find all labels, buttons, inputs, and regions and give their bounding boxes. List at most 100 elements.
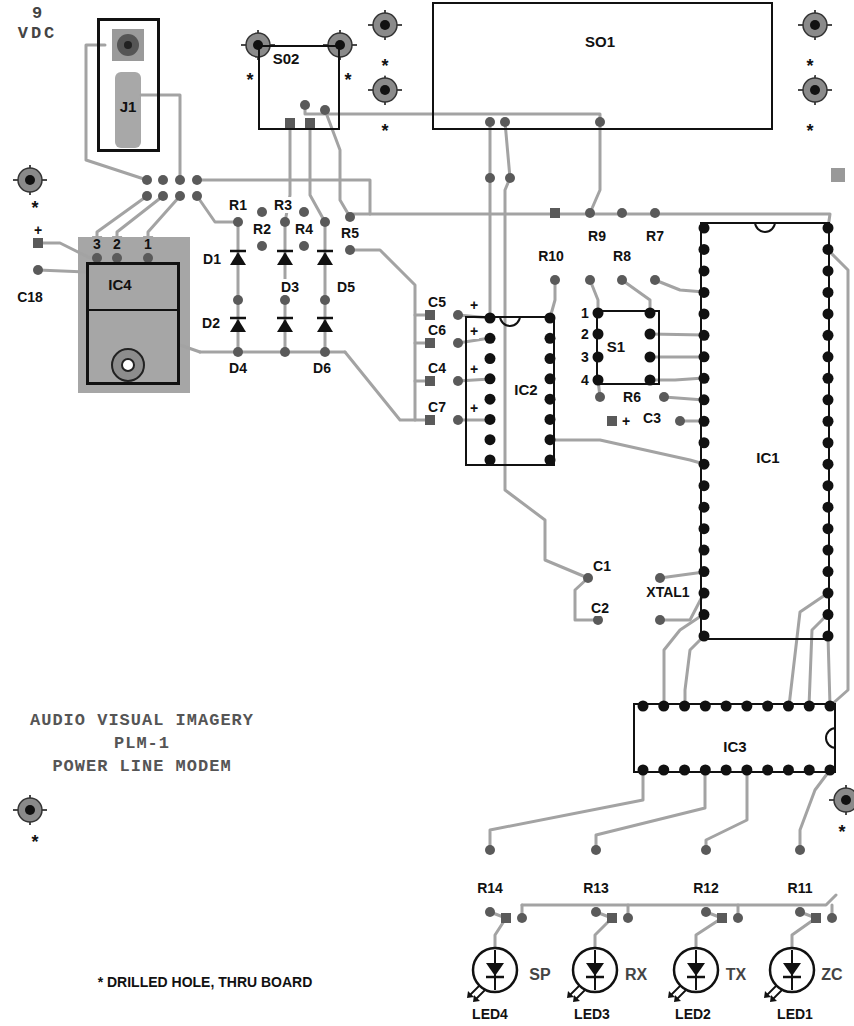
round-pad: [158, 175, 168, 185]
square-pad: [305, 118, 315, 128]
square-pad: [717, 913, 727, 923]
ic-pin: [593, 352, 604, 363]
ic-pin: [679, 765, 690, 776]
ic-pin: [823, 308, 834, 319]
part-designator: IC3: [721, 738, 748, 755]
square-pad: [285, 118, 295, 128]
note-box: * DRILLED HOLE, THRU BOARD: [97, 973, 314, 991]
square-pad: [501, 913, 511, 923]
round-pad: [517, 913, 527, 923]
diode-bar: [277, 250, 293, 253]
round-pad: [233, 217, 243, 227]
copper-trace: [141, 95, 180, 180]
led-outline: [473, 948, 517, 992]
part-label: D5: [336, 279, 356, 295]
round-pad: [485, 907, 495, 917]
ic-pin: [823, 265, 834, 276]
board-title-box: PLM-1: [113, 734, 171, 754]
polarity-mark: +: [621, 413, 631, 429]
round-pad: [320, 105, 330, 115]
pin-number: 4: [580, 372, 590, 388]
round-pad: [453, 338, 463, 348]
copper-trace: [310, 123, 325, 222]
ic-pin: [762, 765, 773, 776]
hole-crosshair: [368, 75, 402, 105]
round-pad: [300, 100, 310, 110]
ic-pin: [823, 480, 834, 491]
polarity-mark-box: +: [621, 412, 631, 430]
copper-trace: [590, 122, 600, 213]
copper-trace: [800, 770, 830, 850]
drilled-hole: [368, 75, 402, 105]
hole-crosshair: [13, 165, 47, 195]
part-designator: IC1: [754, 449, 781, 466]
part-label-box: C5: [427, 293, 447, 311]
round-pad: [505, 173, 515, 183]
signal-name: ZC: [820, 966, 843, 983]
diode-symbol: [230, 318, 246, 332]
part-label-box: C1: [592, 557, 612, 575]
round-pad: [142, 175, 152, 185]
hole-center: [810, 20, 820, 30]
diode-body: [317, 252, 333, 265]
part-label-box: R12: [692, 879, 720, 897]
drill-mark: *: [805, 56, 814, 76]
ic-pin: [783, 765, 794, 776]
part-label-box: D5: [336, 278, 356, 296]
diode-body: [230, 319, 246, 332]
dip-switch-outline: S1: [596, 310, 660, 385]
part-designator-box: S02: [271, 50, 302, 68]
round-pad: [583, 573, 593, 583]
square-pad: [811, 913, 821, 923]
drilled-hole: [13, 165, 47, 195]
hole-crosshair: [798, 75, 832, 105]
led-group: [467, 948, 814, 1002]
diode-body: [277, 319, 293, 332]
drill-mark-box: *: [380, 121, 389, 142]
light-arrowhead: [467, 991, 480, 1002]
jack-hole: [124, 41, 132, 49]
polarity-mark: +: [469, 297, 479, 313]
hole-group: [13, 10, 854, 825]
drilled-hole: [829, 785, 854, 815]
part-label-box: C18: [16, 288, 44, 306]
part-label: D4: [228, 360, 248, 376]
polarity-mark: +: [469, 361, 479, 377]
part-label-box: R3: [273, 196, 293, 214]
ic-pin: [485, 313, 496, 324]
part-label-box: D1: [202, 250, 222, 268]
round-pad: [585, 275, 595, 285]
ic-pin: [823, 459, 834, 470]
round-pad: [617, 275, 627, 285]
copper-trace: [664, 614, 704, 706]
part-label-box: R2: [252, 220, 272, 238]
part-designator: S1: [605, 338, 627, 355]
part-label: D6: [312, 360, 332, 376]
ic-pin: [645, 329, 656, 340]
supply-voltage-box: 9 VDC: [9, 4, 67, 43]
part-designator: IC2: [512, 381, 539, 398]
part-label: C1: [592, 558, 612, 574]
copper-trace: [38, 270, 86, 272]
part-label-box: D4: [228, 359, 248, 377]
ic-pin: [823, 287, 834, 298]
part-label-box: R7: [645, 227, 665, 245]
square-pad: [425, 415, 435, 425]
mounting-pad: [112, 349, 144, 381]
round-pad: [233, 347, 243, 357]
copper-trace: [622, 280, 650, 313]
supply-voltage: 9 VDC: [18, 4, 59, 43]
copper-trace: [325, 110, 350, 217]
led-bar: [687, 976, 705, 979]
led-outline: [674, 948, 718, 992]
pin-number-box: 4: [580, 371, 590, 389]
part-label-box: LED4: [471, 1005, 509, 1023]
ic-pin: [823, 566, 834, 577]
round-pad: [33, 265, 43, 275]
round-pad: [593, 615, 603, 625]
drill-mark-box: *: [805, 56, 814, 77]
part-label: R10: [537, 248, 565, 264]
copper-trace: [550, 280, 555, 318]
